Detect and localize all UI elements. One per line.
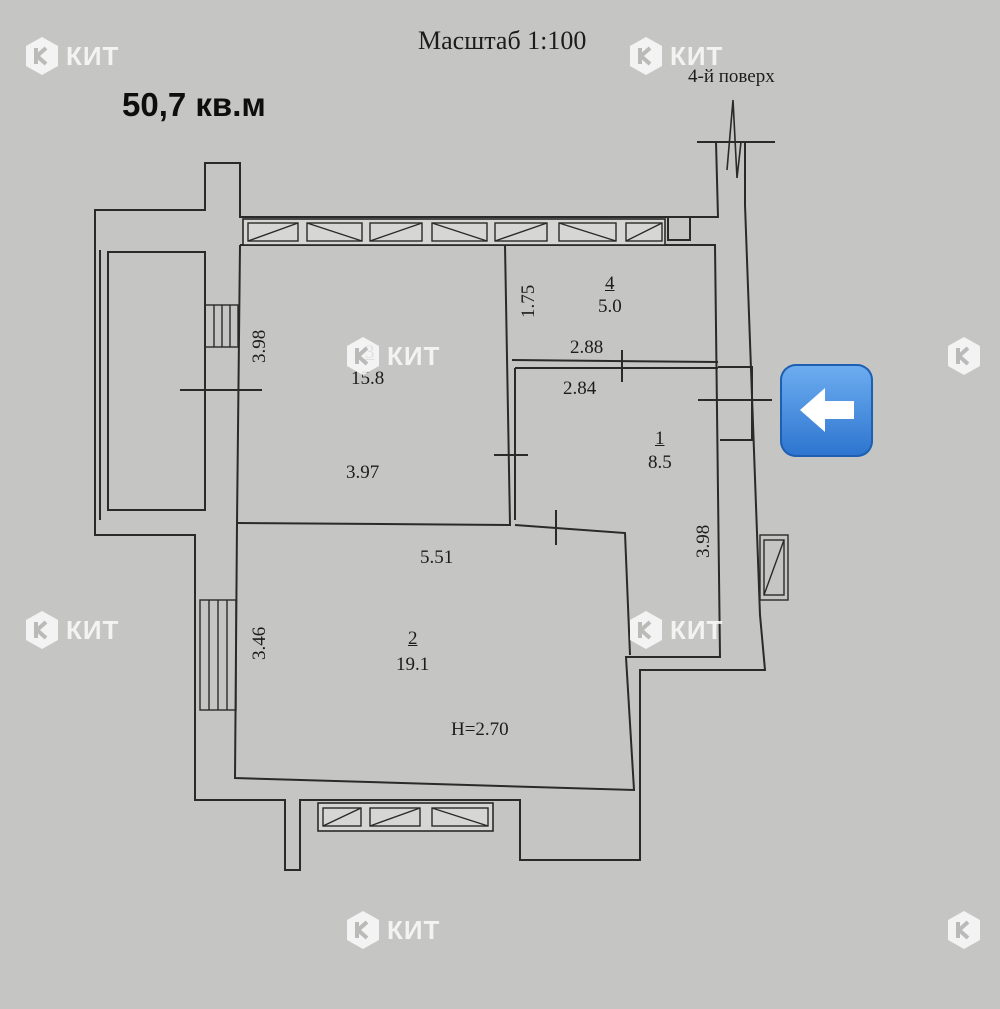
kit-logo-icon: [26, 37, 58, 75]
room-1-height-dim: 3.98: [693, 524, 714, 558]
total-area-title: 50,7 кв.м: [122, 86, 266, 123]
kit-logo-icon: [630, 37, 662, 75]
floor-label: 4-й поверх: [688, 66, 775, 87]
left-arrow-icon: [800, 388, 854, 432]
watermark-logo: КИТ: [345, 910, 440, 950]
watermark-logo: КИТ: [345, 336, 440, 376]
room-4-height-dim: 1.75: [518, 284, 539, 318]
room-4-number: 4: [605, 273, 615, 294]
room-3-area: 15.8: [351, 368, 385, 389]
room-3-height-dim: 3.98: [249, 329, 270, 363]
room-4-width-dim: 2.88: [570, 337, 604, 358]
watermark-logo: [946, 910, 982, 950]
watermark-logo: КИТ: [24, 36, 119, 76]
kit-logo-icon: [26, 611, 58, 649]
watermark-logo: [946, 336, 982, 376]
watermark-logo: КИТ: [24, 610, 119, 650]
room-4-area: 5.0: [598, 296, 622, 317]
watermark-logo: КИТ: [628, 610, 723, 650]
kit-logo-icon: [347, 911, 379, 949]
ceiling-height: H=2.70: [451, 719, 509, 740]
kit-logo-icon: [347, 337, 379, 375]
room-1-number: 1: [655, 428, 665, 449]
kit-logo-icon: [948, 911, 980, 949]
room-1-area: 8.5: [648, 452, 672, 473]
back-button[interactable]: [780, 364, 873, 457]
room-1-width-dim: 2.84: [563, 378, 597, 399]
watermark-logo: КИТ: [628, 36, 723, 76]
room-2-height-dim: 3.46: [249, 626, 270, 660]
room-2-number: 2: [408, 628, 418, 649]
kit-logo-icon: [630, 611, 662, 649]
room-2-area: 19.1: [396, 654, 430, 675]
room-3-width-dim: 3.97: [346, 462, 380, 483]
kit-logo-icon: [948, 337, 980, 375]
room-2-width-dim: 5.51: [420, 547, 454, 568]
scale-label: Масштаб 1:100: [418, 26, 587, 55]
